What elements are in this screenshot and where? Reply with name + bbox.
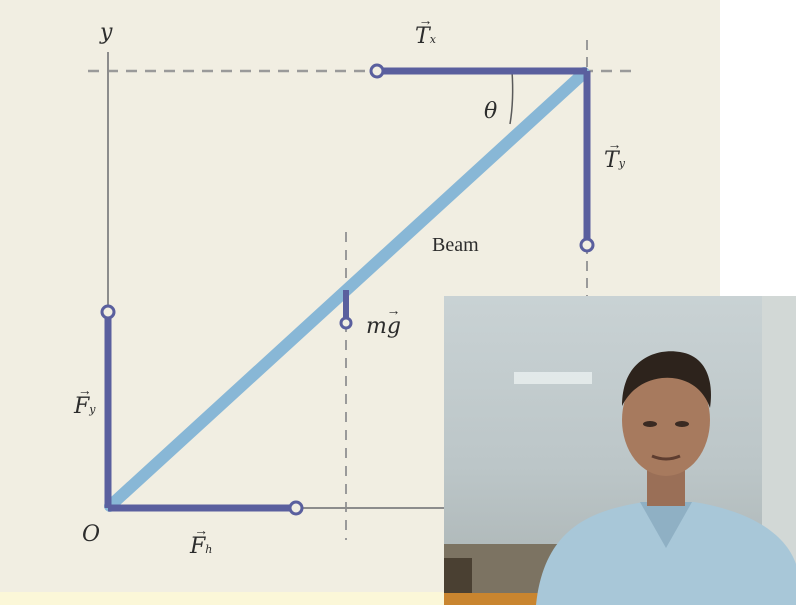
vector-arrow-mark: → <box>77 384 92 399</box>
vector-arrow-mark: → <box>418 14 433 29</box>
weight-arrowhead <box>339 316 353 330</box>
hinge-x-subscript: h <box>205 543 213 556</box>
tension-y-symbol: T <box>604 148 619 173</box>
tension-x-symbol: T <box>415 24 430 49</box>
beam <box>104 67 590 512</box>
beam-force-diagram <box>88 40 634 540</box>
hinge-y-subscript: y <box>89 403 96 416</box>
vector-arrow-mark: → <box>607 138 622 153</box>
angle-label: θ <box>484 99 498 124</box>
vector-arrow-mark: → <box>194 524 209 539</box>
angle-arc <box>509 70 514 125</box>
tension-y-arrowhead <box>579 237 595 253</box>
hinge-y-arrowhead <box>100 304 116 320</box>
presenter-webcam <box>444 296 796 605</box>
y-axis-label: y <box>100 20 113 45</box>
tension-x-label: → Tx <box>415 14 436 49</box>
hinge-x-label: → Fh <box>190 524 213 559</box>
tension-y-label: → Ty <box>604 138 625 173</box>
weight-label: → mg <box>366 304 401 339</box>
vector-arrow-mark: → <box>386 304 401 319</box>
hinge-y-label: → Fy <box>74 384 96 419</box>
hinge-y-symbol: F <box>74 394 90 419</box>
weight-symbol: mg <box>366 314 401 339</box>
beam-label: Beam <box>432 234 479 256</box>
tension-y-subscript: y <box>618 157 625 170</box>
tension-x-arrowhead <box>369 63 385 79</box>
presenter-video-icon <box>444 296 796 605</box>
tension-x-subscript: x <box>429 33 436 46</box>
origin-label: O <box>82 522 101 547</box>
hinge-x-arrowhead <box>288 500 304 516</box>
hinge-x-symbol: F <box>190 534 206 559</box>
